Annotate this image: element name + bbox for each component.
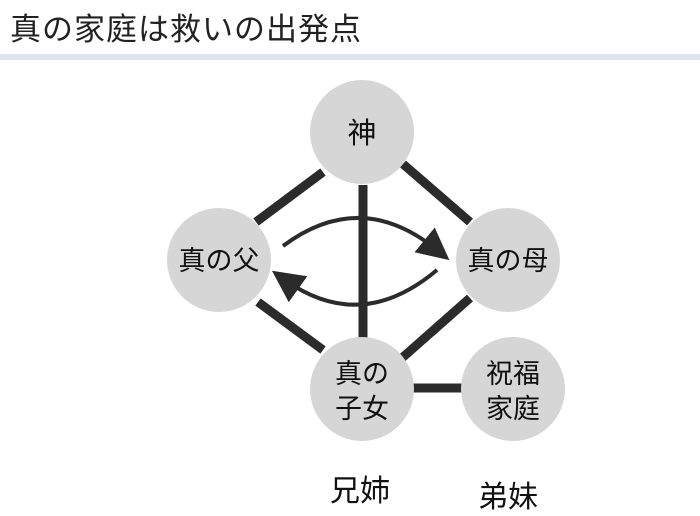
node-children: 真の 子女 [310, 337, 414, 441]
node-father: 真の父 [167, 208, 271, 312]
node-father-label: 真の父 [179, 246, 260, 277]
arrow-father-to-mother [281, 216, 450, 261]
arrow-mother-to-father [271, 268, 439, 307]
title-divider [0, 54, 700, 60]
node-children-label-line1: 真の [335, 359, 389, 390]
caption-elder-siblings: 兄姉 [330, 474, 390, 509]
node-blessed-family-label-line1: 祝福 [486, 359, 540, 390]
caption-younger-siblings: 弟妹 [478, 480, 538, 515]
node-mother: 真の母 [456, 208, 560, 312]
edge-mother-children [399, 294, 473, 362]
node-god-label: 神 [347, 116, 376, 150]
node-mother-label: 真の母 [468, 246, 549, 277]
node-blessed-family: 祝福 家庭 [461, 337, 565, 441]
edge-god-father [253, 168, 326, 226]
node-god: 神 [310, 80, 414, 184]
page-title: 真の家庭は救いの出発点 [10, 12, 362, 48]
node-children-label-line2: 子女 [335, 394, 389, 425]
edge-father-children [255, 298, 326, 354]
edge-god-mother [400, 160, 473, 226]
node-blessed-family-label-line2: 家庭 [486, 394, 540, 425]
